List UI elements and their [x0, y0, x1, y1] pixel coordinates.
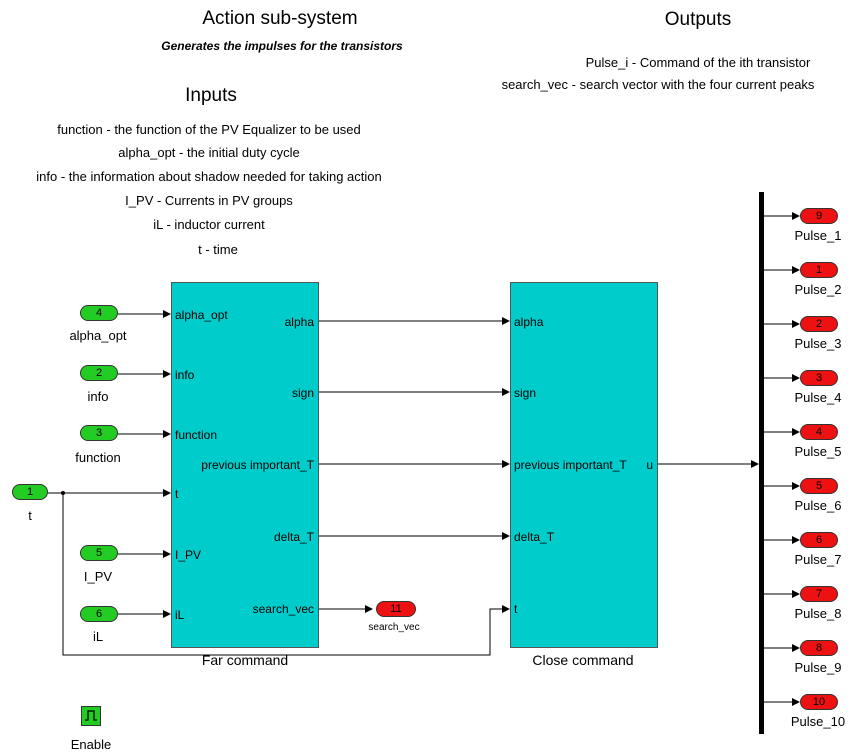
close-in-delta-T: delta_T — [514, 530, 555, 544]
outport-label-pulse-3: Pulse_3 — [794, 336, 842, 351]
far-in-info: info — [175, 368, 195, 382]
inport-alpha_opt[interactable]: 4 — [80, 305, 118, 321]
outport-label-pulse-8: Pulse_8 — [794, 606, 842, 621]
outport-pulse-5[interactable]: 4 — [800, 424, 838, 440]
far-command-name: Far command — [201, 652, 289, 668]
far-in-I_PV: I_PV — [175, 548, 202, 562]
outport-pulse-7[interactable]: 6 — [800, 532, 838, 548]
outport-pulse-10[interactable]: 10 — [800, 694, 838, 710]
outport-label-pulse-10: Pulse_10 — [790, 714, 846, 729]
far-out-alpha: alpha — [284, 315, 314, 329]
far-in-function: function — [175, 428, 218, 442]
outport-label-pulse-2: Pulse_2 — [794, 282, 842, 297]
inputs-line-1: function - the function of the PV Equali… — [57, 122, 361, 137]
close-in-sign: sign — [514, 386, 537, 400]
inputs-line-3: info - the information about shadow need… — [36, 169, 382, 184]
wire-t-branch — [62, 493, 510, 656]
close-out-u: u — [646, 458, 653, 472]
inport-I_PV[interactable]: 5 — [80, 545, 118, 561]
inputs-title: Inputs — [185, 85, 237, 106]
inputs-line-6: t - time — [198, 242, 238, 257]
outport-label-pulse-4: Pulse_4 — [794, 390, 842, 405]
outputs-line-2: search_vec - search vector with the four… — [501, 77, 815, 92]
outport-pulse-1[interactable]: 9 — [800, 208, 838, 224]
inputs-line-5: iL - inductor current — [153, 217, 265, 232]
outport-label-pulse-6: Pulse_6 — [794, 498, 842, 513]
far-out-delta-T: delta_T — [273, 530, 314, 544]
far-in-alpha_opt: alpha_opt — [175, 308, 228, 322]
enable-port[interactable] — [81, 706, 101, 726]
inport-label-iL: iL — [92, 629, 104, 644]
outport-label-pulse-7: Pulse_7 — [794, 552, 842, 567]
close-in-previous-important-T: previous important_T — [514, 458, 627, 472]
close-command-name: Close command — [532, 652, 634, 668]
inport-t[interactable]: 1 — [12, 484, 48, 500]
outport-label-pulse-9: Pulse_9 — [794, 660, 842, 675]
far-out-sign: sign — [291, 386, 314, 400]
far-in-t: t — [175, 487, 179, 501]
outport-pulse-6[interactable]: 5 — [800, 478, 838, 494]
close-command-block[interactable]: alpha sign previous important_T delta_T … — [510, 282, 658, 648]
page-title: Action sub-system — [202, 8, 358, 29]
inputs-line-2: alpha_opt - the initial duty cycle — [118, 145, 300, 160]
inport-iL[interactable]: 6 — [80, 606, 118, 622]
outport-pulse-9[interactable]: 8 — [800, 640, 838, 656]
far-out-search-vec: search_vec — [252, 602, 314, 616]
far-command-block[interactable]: alpha_opt info function t I_PV iL alpha … — [171, 282, 319, 648]
inport-label-info: info — [87, 389, 109, 404]
demux-bar — [759, 192, 764, 734]
inport-info[interactable]: 2 — [80, 365, 118, 381]
close-in-alpha: alpha — [514, 315, 544, 329]
outport-search-vec[interactable]: 11 — [376, 601, 416, 617]
far-out-previous-important-T: previous important_T — [201, 458, 314, 472]
outputs-line-1: Pulse_i - Command of the ith transistor — [585, 55, 811, 70]
outport-pulse-3[interactable]: 2 — [800, 316, 838, 332]
outport-pulse-8[interactable]: 7 — [800, 586, 838, 602]
page-subtitle: Generates the impulses for the transisto… — [161, 39, 403, 53]
outputs-title: Outputs — [664, 9, 732, 30]
inport-label-function: function — [75, 450, 121, 465]
pulse-icon — [85, 710, 97, 721]
outport-label-search-vec: search_vec — [368, 622, 420, 633]
close-in-t: t — [514, 602, 518, 616]
inputs-line-4: I_PV - Currents in PV groups — [125, 193, 293, 208]
enable-label: Enable — [70, 737, 112, 752]
far-in-iL: iL — [175, 608, 185, 622]
outport-label-pulse-5: Pulse_5 — [794, 444, 842, 459]
inport-label-I_PV: I_PV — [83, 569, 113, 584]
branch-point — [61, 491, 65, 495]
outport-pulse-4[interactable]: 3 — [800, 370, 838, 386]
inport-label-alpha_opt: alpha_opt — [69, 328, 127, 343]
outport-label-pulse-1: Pulse_1 — [794, 228, 842, 243]
outport-pulse-2[interactable]: 1 — [800, 262, 838, 278]
inport-label-t: t — [28, 508, 32, 523]
inport-function[interactable]: 3 — [80, 425, 118, 441]
